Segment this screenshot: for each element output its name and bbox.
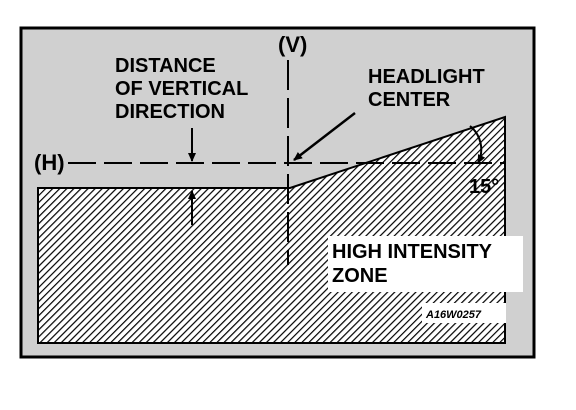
figure-code-box (422, 303, 506, 323)
zone-label-line1: HIGH INTENSITY (332, 241, 493, 263)
angle-arc (469, 125, 486, 164)
angle-label: 15° (469, 176, 499, 198)
h-axis-label: (H) (34, 150, 65, 175)
distance-label-line3: DIRECTION (115, 101, 225, 123)
zone-label-line2: ZONE (332, 265, 388, 287)
distance-label-line1: DISTANCE (115, 55, 216, 77)
zone-label-box (328, 236, 523, 292)
headlight-label-line1: HEADLIGHT (368, 66, 485, 88)
v-axis-label: (V) (278, 32, 307, 57)
figure-code: A16W0257 (425, 309, 482, 321)
headlight-label-line2: CENTER (368, 89, 451, 111)
distance-label-line2: OF VERTICAL (115, 78, 248, 100)
headlight-center-pointer (293, 112, 356, 161)
